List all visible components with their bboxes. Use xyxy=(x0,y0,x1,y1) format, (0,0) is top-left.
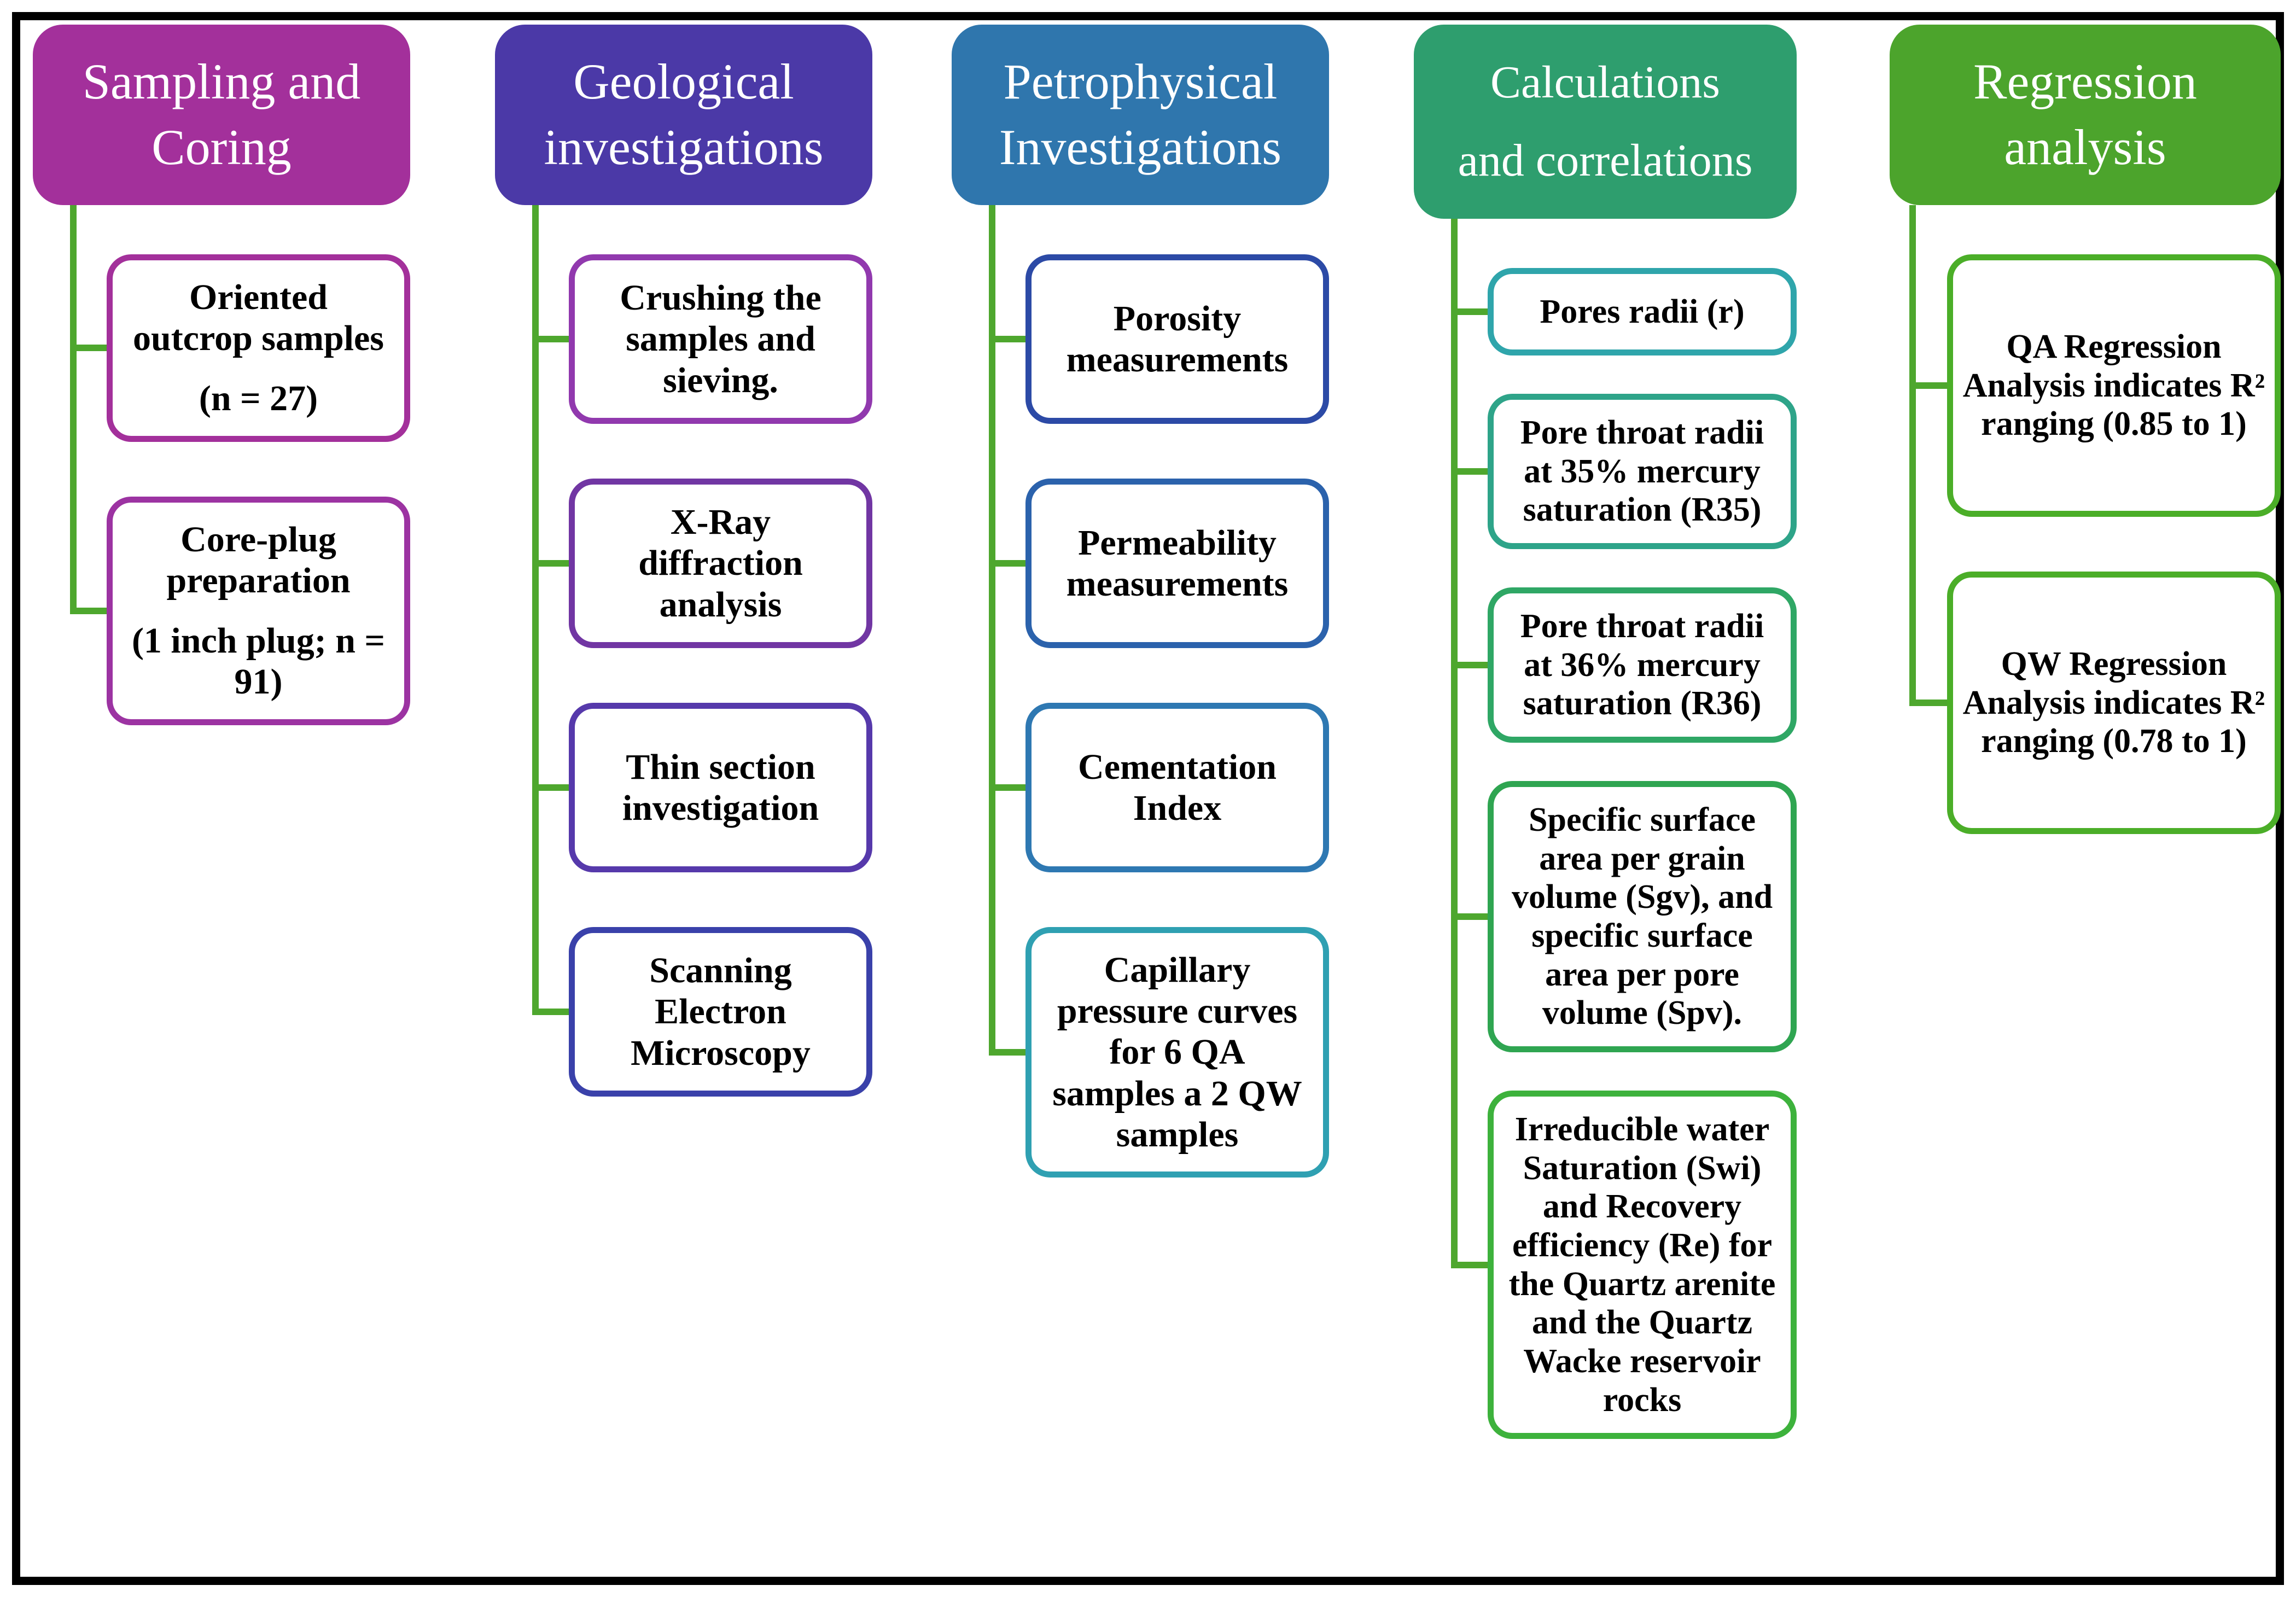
flow-branch: Porosity measurements xyxy=(952,205,1329,424)
flow-box-text: Thin section investigation xyxy=(622,747,819,828)
flow-box: Crushing the samples and sieving. xyxy=(569,254,872,424)
column-children: Oriented outcrop samples (n = 27) Core-p… xyxy=(33,205,410,725)
flow-box: Irreducible water Saturation (Swi) and R… xyxy=(1488,1091,1797,1439)
flow-branch: Capillary pressure curves for 6 QA sampl… xyxy=(952,872,1329,1178)
column-header: Petrophysical Investigations xyxy=(952,25,1329,205)
flow-branch: Oriented outcrop samples (n = 27) xyxy=(33,205,410,442)
flow-box-text: Specific surface area per grain volume (… xyxy=(1511,801,1773,1032)
flow-box-text: Irreducible water Saturation (Swi) and R… xyxy=(1508,1111,1776,1419)
flow-branch: X-Ray diffraction analysis xyxy=(495,424,872,648)
flow-box: QW Regression Analysis indicates R² rang… xyxy=(1947,572,2281,834)
column-header: Sampling and Coring xyxy=(33,25,410,205)
flow-column-sampling-and-coring: Sampling and Coring Oriented outcrop sam… xyxy=(33,25,410,725)
flow-column-geological-investigations: Geological investigations Crushing the s… xyxy=(495,25,872,1097)
flow-box-text: Pore throat radii at 36% mercury saturat… xyxy=(1520,608,1764,722)
flow-box: Pore throat radii at 36% mercury saturat… xyxy=(1488,587,1797,743)
flow-branch: Crushing the samples and sieving. xyxy=(495,205,872,424)
flow-box-text: Scanning Electron Microscopy xyxy=(631,951,811,1073)
flow-box-text: Pore throat radii at 35% mercury saturat… xyxy=(1520,414,1764,529)
flow-box-text: (n = 27) xyxy=(199,378,318,419)
flow-box-text: Capillary pressure curves for 6 QA sampl… xyxy=(1052,950,1302,1155)
flow-branch: Scanning Electron Microscopy xyxy=(495,872,872,1097)
column-children: Porosity measurements Permeability measu… xyxy=(952,205,1329,1178)
flow-branch: Cementation Index xyxy=(952,648,1329,872)
flow-box: Core-plug preparation (1 inch plug; n = … xyxy=(107,496,410,725)
flow-branch: QW Regression Analysis indicates R² rang… xyxy=(1890,517,2281,834)
column-children: Crushing the samples and sieving. X-Ray … xyxy=(495,205,872,1097)
flow-box: Pore throat radii at 35% mercury saturat… xyxy=(1488,394,1797,550)
flow-box: X-Ray diffraction analysis xyxy=(569,479,872,648)
flow-box: Permeability measurements xyxy=(1025,479,1329,648)
flow-box-text: Pores radii (r) xyxy=(1540,293,1745,330)
flow-box: Thin section investigation xyxy=(569,703,872,872)
flow-branch: Specific surface area per grain volume (… xyxy=(1414,743,1797,1053)
flow-box-text: QA Regression Analysis indicates R² rang… xyxy=(1962,328,2265,443)
flow-branch: Permeability measurements xyxy=(952,424,1329,648)
column-children: Pores radii (r) Pore throat radii at 35%… xyxy=(1414,219,1797,1439)
flow-column-petrophysical-investigations: Petrophysical Investigations Porosity me… xyxy=(952,25,1329,1178)
flow-box-text: Crushing the samples and sieving. xyxy=(620,278,821,400)
flow-box: Porosity measurements xyxy=(1025,254,1329,424)
flow-box: Cementation Index xyxy=(1025,703,1329,872)
flow-box: Capillary pressure curves for 6 QA sampl… xyxy=(1025,927,1329,1178)
flow-branch: QA Regression Analysis indicates R² rang… xyxy=(1890,205,2281,517)
flow-branch: Irreducible water Saturation (Swi) and R… xyxy=(1414,1052,1797,1439)
flow-box: Oriented outcrop samples (n = 27) xyxy=(107,254,410,442)
flow-box-text: Core-plug preparation xyxy=(166,519,351,601)
flow-branch: Pores radii (r) xyxy=(1414,219,1797,355)
flow-box-text: X-Ray diffraction analysis xyxy=(638,502,803,625)
flow-branch: Pore throat radii at 36% mercury saturat… xyxy=(1414,549,1797,743)
flow-branch: Core-plug preparation (1 inch plug; n = … xyxy=(33,441,410,725)
flow-box: Specific surface area per grain volume (… xyxy=(1488,781,1797,1053)
flow-box-text: (1 inch plug; n = 91) xyxy=(131,621,386,702)
flow-branch: Pore throat radii at 35% mercury saturat… xyxy=(1414,355,1797,550)
column-header: Geological investigations xyxy=(495,25,872,205)
flow-box-text: Oriented outcrop samples xyxy=(133,277,384,359)
flow-box-text: Cementation Index xyxy=(1078,747,1277,828)
flow-branch: Thin section investigation xyxy=(495,648,872,872)
flow-box-text: Permeability measurements xyxy=(1066,522,1289,604)
flow-column-calculations-and-correlations: Calculations and correlations Pores radi… xyxy=(1414,25,1797,1439)
flow-box-text: QW Regression Analysis indicates R² rang… xyxy=(1962,645,2265,760)
flow-box-text: Porosity measurements xyxy=(1066,298,1289,380)
column-children: QA Regression Analysis indicates R² rang… xyxy=(1890,205,2281,834)
flow-column-regression-analysis: Regression analysis QA Regression Analys… xyxy=(1890,25,2281,834)
column-header: Calculations and correlations xyxy=(1414,25,1797,219)
column-header: Regression analysis xyxy=(1890,25,2281,205)
flow-box: Scanning Electron Microscopy xyxy=(569,927,872,1097)
flow-box: Pores radii (r) xyxy=(1488,268,1797,355)
flow-box: QA Regression Analysis indicates R² rang… xyxy=(1947,254,2281,517)
